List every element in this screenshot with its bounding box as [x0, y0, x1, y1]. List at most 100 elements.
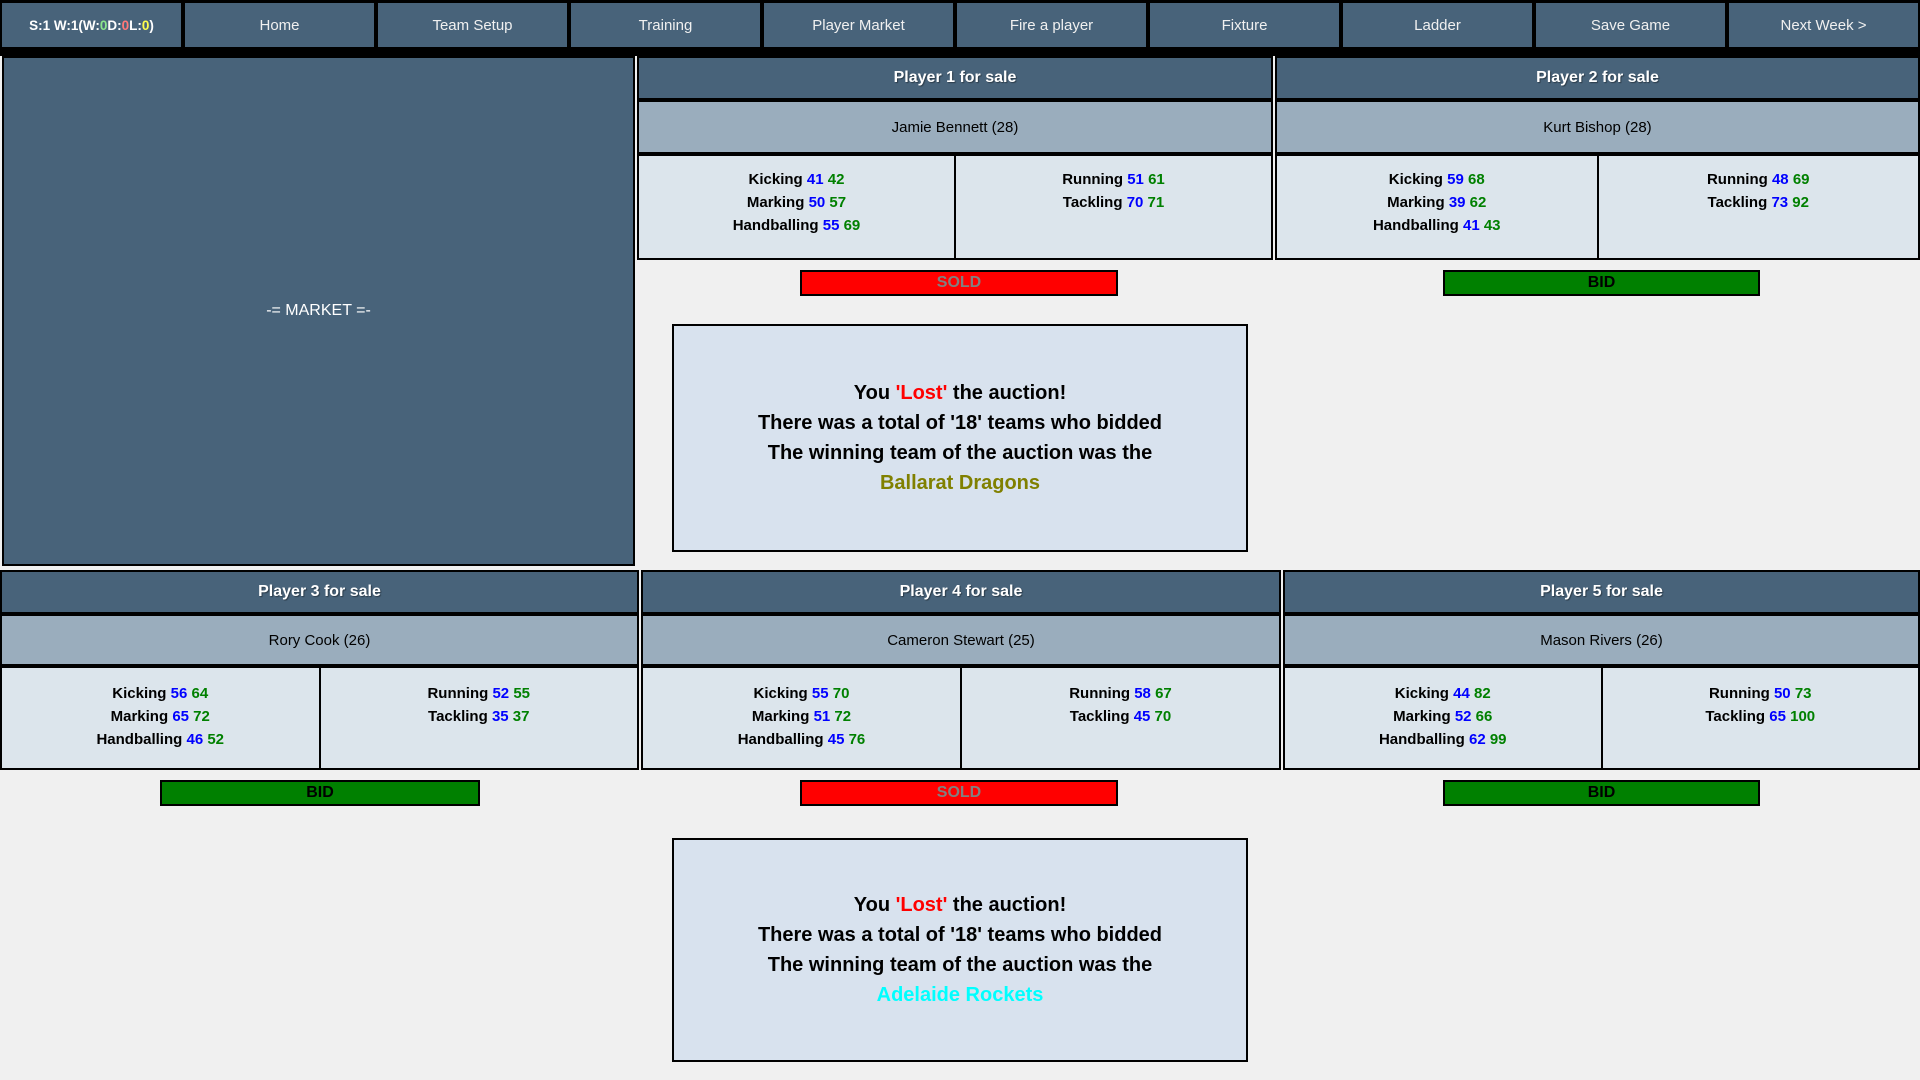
stat-label: Marking — [1393, 708, 1451, 725]
stat-current: 45 — [827, 731, 845, 748]
stat-label: Tackling — [1707, 194, 1768, 211]
auction-result-line-1: You 'Lost' the auction! — [853, 382, 1067, 404]
stat-row: Tackling 35 37 — [321, 705, 638, 728]
player-3-stats: Kicking 56 64 Marking 65 72 Handballing … — [0, 666, 639, 770]
stat-row: Marking 51 72 — [643, 705, 960, 728]
auction-result-line-3: The winning team of the auction was the — [767, 442, 1153, 464]
stat-potential: 57 — [829, 194, 847, 211]
player-2-name: Kurt Bishop (28) — [1275, 100, 1920, 154]
stat-potential: 73 — [1794, 685, 1812, 702]
nav-button-ladder[interactable]: Ladder — [1343, 3, 1532, 47]
bid-button-player-3[interactable]: BID — [160, 780, 480, 806]
sold-button-player-1[interactable]: SOLD — [800, 270, 1118, 296]
stat-row: Handballing 46 52 — [2, 728, 319, 751]
player-5-stats-left: Kicking 44 82 Marking 52 66 Handballing … — [1285, 668, 1601, 768]
player-5-stats-right: Running 50 73 Tackling 65 100 — [1602, 668, 1918, 768]
stat-row: Tackling 70 71 — [956, 191, 1271, 214]
stat-label: Kicking — [1388, 171, 1443, 188]
stat-potential: 66 — [1475, 708, 1493, 725]
player-2-stats-left: Kicking 59 68 Marking 39 62 Handballing … — [1277, 156, 1597, 258]
stat-potential: 76 — [848, 731, 866, 748]
stat-label: Tackling — [428, 708, 488, 725]
winning-team-name: Adelaide Rockets — [876, 984, 1044, 1006]
nav-button-training[interactable]: Training — [571, 3, 760, 47]
stat-potential: 55 — [513, 685, 531, 702]
player-4-stats-right: Running 58 67 Tackling 45 70 — [962, 668, 1279, 768]
stat-label: Running — [1062, 171, 1124, 188]
stat-label: Handballing — [737, 731, 824, 748]
stat-row: Marking 52 66 — [1285, 705, 1601, 728]
stat-current: 52 — [1454, 708, 1472, 725]
stat-row: Running 48 69 — [1599, 168, 1919, 191]
stat-potential: 69 — [1792, 171, 1810, 188]
stat-potential: 99 — [1489, 731, 1507, 748]
stat-potential: 70 — [1154, 708, 1172, 725]
stat-current: 73 — [1771, 194, 1789, 211]
auction-result-line-2: There was a total of '18' teams who bidd… — [757, 412, 1163, 434]
stat-current: 55 — [822, 217, 840, 234]
stat-label: Kicking — [753, 685, 808, 702]
stat-label: Kicking — [748, 171, 803, 188]
stat-potential: 37 — [512, 708, 530, 725]
player-4-name: Cameron Stewart (25) — [641, 614, 1281, 666]
stat-potential: 64 — [191, 685, 209, 702]
stat-row: Running 52 55 — [321, 682, 638, 705]
stat-row: Tackling 45 70 — [962, 705, 1279, 728]
stat-label: Tackling — [1705, 708, 1766, 725]
nav-button-player-market[interactable]: Player Market — [764, 3, 953, 47]
lost-text: 'Lost' — [895, 382, 948, 404]
stat-row: Kicking 59 68 — [1277, 168, 1597, 191]
auction-result-box-1: You 'Lost' the auction! There was a tota… — [672, 324, 1248, 552]
player-1-stats-right: Running 51 61 Tackling 70 71 — [956, 156, 1271, 258]
player-4-stats-left: Kicking 55 70 Marking 51 72 Handballing … — [643, 668, 960, 768]
nav-button-fixture[interactable]: Fixture — [1150, 3, 1339, 47]
stat-row: Marking 39 62 — [1277, 191, 1597, 214]
player-3-stats-left: Kicking 56 64 Marking 65 72 Handballing … — [2, 668, 319, 768]
stat-potential: 92 — [1792, 194, 1809, 211]
auction-result-line-2: There was a total of '18' teams who bidd… — [757, 924, 1163, 946]
player-4-stats: Kicking 55 70 Marking 51 72 Handballing … — [641, 666, 1281, 770]
nav-button-fire-a-player[interactable]: Fire a player — [957, 3, 1146, 47]
stat-current: 41 — [1462, 217, 1480, 234]
stat-current: 39 — [1448, 194, 1466, 211]
player-5-stats: Kicking 44 82 Marking 52 66 Handballing … — [1283, 666, 1920, 770]
bid-button-player-5[interactable]: BID — [1443, 780, 1760, 806]
sold-button-player-4[interactable]: SOLD — [800, 780, 1118, 806]
nav-button-next-week[interactable]: Next Week > — [1729, 3, 1918, 47]
player-2-header: Player 2 for sale — [1275, 56, 1920, 100]
stat-potential: 82 — [1474, 685, 1491, 702]
stat-current: 65 — [172, 708, 189, 725]
bid-button-player-2[interactable]: BID — [1443, 270, 1760, 296]
stat-label: Handballing — [1378, 731, 1465, 748]
stat-current: 58 — [1134, 685, 1151, 702]
stat-label: Marking — [110, 708, 169, 725]
stat-row: Kicking 55 70 — [643, 682, 960, 705]
lost-text: 'Lost' — [895, 894, 948, 916]
stat-current: 51 — [813, 708, 831, 725]
nav-button-team-setup[interactable]: Team Setup — [378, 3, 567, 47]
stat-label: Handballing — [732, 217, 819, 234]
stat-current: 55 — [811, 685, 829, 702]
stat-row: Handballing 55 69 — [639, 214, 954, 237]
stat-row: Kicking 56 64 — [2, 682, 319, 705]
stat-row: Kicking 41 42 — [639, 168, 954, 191]
player-2-stats: Kicking 59 68 Marking 39 62 Handballing … — [1275, 154, 1920, 260]
player-1-stats: Kicking 41 42 Marking 50 57 Handballing … — [637, 154, 1273, 260]
stat-label: Handballing — [1372, 217, 1459, 234]
stat-potential: 61 — [1148, 171, 1165, 188]
player-5-name: Mason Rivers (26) — [1283, 614, 1920, 666]
stat-label: Marking — [1387, 194, 1445, 211]
nav-button-home[interactable]: Home — [185, 3, 374, 47]
stat-label: Tackling — [1062, 194, 1123, 211]
stat-label: Marking — [746, 194, 805, 211]
stat-current: 46 — [186, 731, 204, 748]
player-1-stats-left: Kicking 41 42 Marking 50 57 Handballing … — [639, 156, 954, 258]
auction-result-line-3: The winning team of the auction was the — [767, 954, 1153, 976]
stat-row: Running 51 61 — [956, 168, 1271, 191]
nav-button-save-game[interactable]: Save Game — [1536, 3, 1725, 47]
player-3-header: Player 3 for sale — [0, 570, 639, 614]
stat-current: 45 — [1133, 708, 1151, 725]
player-4-header: Player 4 for sale — [641, 570, 1281, 614]
stat-label: Tackling — [1069, 708, 1130, 725]
player-1-header: Player 1 for sale — [637, 56, 1273, 100]
